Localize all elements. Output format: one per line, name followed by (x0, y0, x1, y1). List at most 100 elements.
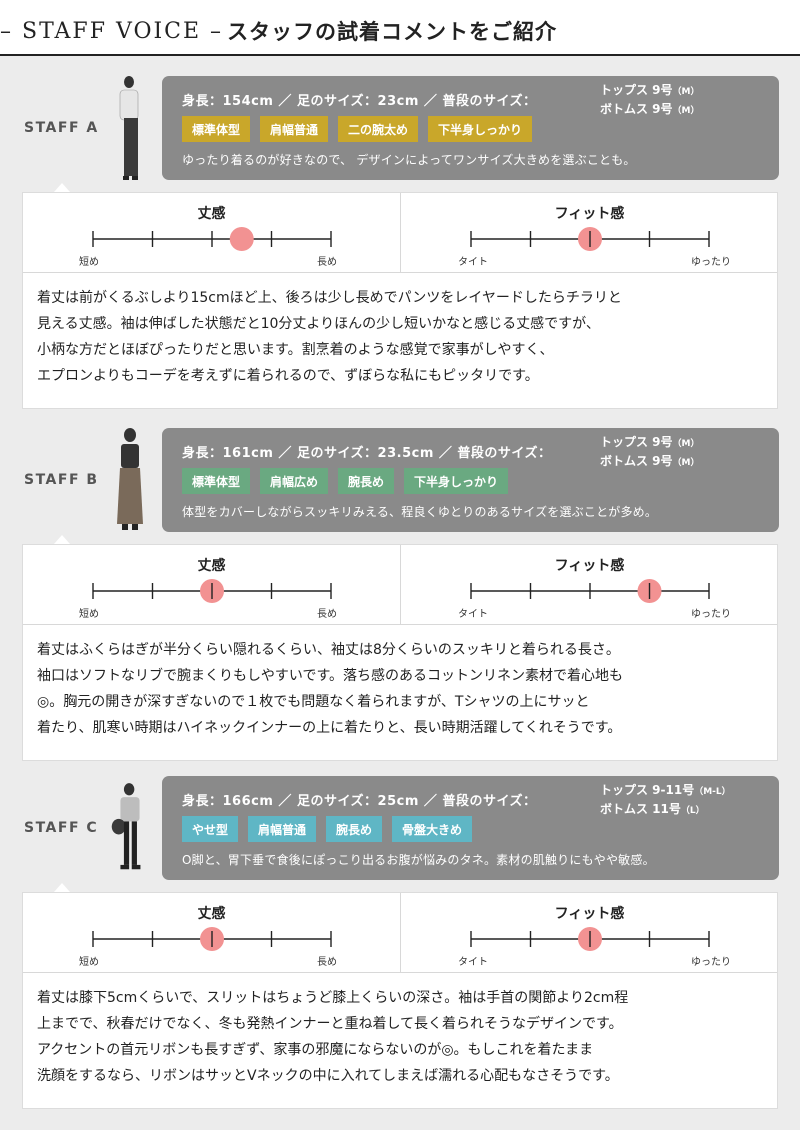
speech-notch (54, 535, 70, 544)
fit-min-label: タイト (458, 957, 488, 968)
measurements: 身長：166cm ／ 足のサイズ：25cm ／ 普段のサイズ： (182, 794, 537, 809)
measurements: 身長：161cm ／ 足のサイズ：23.5cm ／ 普段のサイズ： (182, 446, 552, 461)
comment-line: アクセントの首元リボンも長すぎず、家事の邪魔にならないのが◎。もしこれを着たまま (37, 1042, 594, 1058)
scale-divider (400, 545, 401, 625)
bottoms-note: （M） (672, 106, 700, 116)
bottoms-note: （M） (672, 458, 700, 468)
usual-size: トップス 9号（M） ボトムス 9号（M） (600, 82, 700, 120)
body-tag: 腕長め (326, 816, 383, 842)
tops-note: （M） (672, 439, 700, 449)
comment-line: エプロンよりもコーデを考えずに着られるので、ずぼらな私にもピッタリです。 (37, 368, 539, 384)
length-scale-title: 丈感 (197, 558, 226, 574)
staff-info-box: 身長：166cm ／ 足のサイズ：25cm ／ 普段のサイズ： トップス 9-1… (162, 776, 779, 880)
body-tag: 標準体型 (182, 468, 251, 494)
size-preference: ゆったり着るのが好きなので、 デザインによってワンサイズ大きめを選ぶことも。 (182, 153, 636, 167)
fit-min-label: タイト (458, 257, 488, 268)
tops-size: トップス 9-11号 (600, 783, 695, 797)
body-tag: 二の腕太め (338, 116, 419, 142)
bottoms-note: （L） (680, 806, 705, 816)
staff-section-a: STAFF A 身長：154cm ／ 足のサイズ：23cm ／ 普段のサイズ： … (0, 76, 800, 416)
rating-scales: 丈感 短め 長め フィット感 タイト ゆったり (23, 545, 777, 625)
bottoms-size: ボトムス 9号 (600, 454, 673, 468)
body-tag: 下半身しっかり (428, 116, 533, 142)
rating-scales: 丈感 短め 長め フィット感 タイト ゆったり (23, 893, 777, 973)
fit-min-label: タイト (458, 609, 488, 620)
comment-line: 袖口はソフトなリブで腕まくりもしやすいです。落ち感のあるコットンリネン素材で着心… (37, 668, 624, 684)
speech-notch (54, 183, 70, 192)
header: – STAFF VOICE – スタッフの試着コメントをご紹介 (0, 0, 800, 56)
speech-notch (54, 883, 70, 892)
body-tag: 肩幅広め (260, 468, 329, 494)
body-type-tags: やせ型 肩幅普通 腕長め 骨盤大きめ (182, 816, 473, 842)
fit-scale-title: フィット感 (554, 558, 625, 574)
size-preference: 体型をカバーしながらスッキリみえる、程良くゆとりのあるサイズを選ぶことが多め。 (182, 505, 658, 519)
body-tag: 下半身しっかり (404, 468, 509, 494)
size-preference: O脚と、胃下垂で食後にぽっこり出るお腹が悩みのタネ。素材の肌触りにもやや敏感。 (182, 853, 655, 867)
fit-max-label: ゆったり (691, 257, 731, 268)
bottoms-size: ボトムス 9号 (600, 102, 673, 116)
fit-max-label: ゆったり (691, 957, 731, 968)
staff-label: STAFF A (24, 120, 99, 136)
length-scale-graphic (92, 227, 332, 251)
scale-divider (400, 893, 401, 973)
staff-photo (119, 76, 139, 180)
length-scale-graphic (92, 927, 332, 951)
rating-scales: 丈感 短め 長め フィット感 タイト ゆったり (23, 193, 777, 273)
body-tag: やせ型 (182, 816, 239, 842)
length-max-label: 長め (317, 257, 337, 268)
length-scale: 丈感 短め 長め (23, 545, 400, 625)
tops-size: トップス 9号 (600, 83, 673, 97)
comment-line: 着丈は膝下5cmくらいで、スリットはちょうど膝上くらいの深さ。袖は手首の関節より… (37, 990, 629, 1006)
fit-scale: フィット感 タイト ゆったり (401, 545, 778, 625)
length-max-label: 長め (317, 609, 337, 620)
comment-line: 見える丈感。袖は伸ばした状態だと10分丈よりほんの少し短いかなと感じる丈感ですが… (37, 316, 600, 332)
fit-scale-title: フィット感 (554, 206, 625, 222)
comment-line: ◎。胸元の開きが深すぎないので１枚でも問題なく着られますが、Tシャツの上にサッと (37, 694, 590, 710)
staff-voice-section: STAFF A 身長：154cm ／ 足のサイズ：23cm ／ 普段のサイズ： … (0, 56, 800, 1130)
staff-info-box: 身長：161cm ／ 足のサイズ：23.5cm ／ 普段のサイズ： トップス 9… (162, 428, 779, 532)
fit-scale: フィット感 タイト ゆったり (401, 893, 778, 973)
fit-scale-graphic (470, 927, 710, 951)
fit-max-label: ゆったり (691, 609, 731, 620)
length-scale: 丈感 短め 長め (23, 893, 400, 973)
staff-info-box: 身長：154cm ／ 足のサイズ：23cm ／ 普段のサイズ： トップス 9号（… (162, 76, 779, 180)
page-title: – STAFF VOICE – スタッフの試着コメントをご紹介 (0, 14, 557, 48)
staff-comment: 着丈は前がくるぶしより15cmほど上、後ろは少し長めでパンツをレイヤードしたらチ… (37, 285, 767, 389)
tops-note: （M） (672, 87, 700, 97)
comment-line: 小柄な方だとほぼぴったりだと思います。割烹着のような感覚で家事がしやすく、 (37, 342, 554, 358)
length-scale-title: 丈感 (197, 206, 226, 222)
length-scale-graphic (92, 579, 332, 603)
fit-scale: フィット感 タイト ゆったり (401, 193, 778, 273)
tops-note: （M-L） (694, 787, 731, 797)
comment-line: 洗顔をするなら、リボンはサッとVネックの中に入れてしまえば濡れる心配もなさそうで… (37, 1068, 619, 1084)
title-jp: スタッフの試着コメントをご紹介 (227, 20, 558, 44)
comment-line: 上までで、秋春だけでなく、冬も発熱インナーと重ね着して長く着られそうなデザインで… (37, 1016, 623, 1032)
fit-scale-graphic (470, 227, 710, 251)
length-min-label: 短め (79, 257, 99, 268)
scale-marker (229, 227, 254, 251)
body-tag: 肩幅普通 (260, 116, 329, 142)
body-type-tags: 標準体型 肩幅広め 腕長め 下半身しっかり (182, 468, 509, 494)
staff-label: STAFF B (24, 472, 99, 488)
comment-line: 着丈は前がくるぶしより15cmほど上、後ろは少し長めでパンツをレイヤードしたらチ… (37, 290, 622, 306)
body-tag: 腕長め (338, 468, 395, 494)
length-min-label: 短め (79, 609, 99, 620)
title-en: – STAFF VOICE – (0, 18, 224, 44)
staff-section-c: STAFF C 身長：166cm ／ 足のサイズ：25cm ／ 普段のサイズ： … (0, 776, 800, 1121)
staff-label: STAFF C (24, 820, 99, 836)
review-card: 丈感 短め 長め フィット感 タイト ゆったり 着丈はふくらはぎが半分くらい隠れ… (22, 544, 778, 761)
body-type-tags: 標準体型 肩幅普通 二の腕太め 下半身しっかり (182, 116, 533, 142)
review-card: 丈感 短め 長め フィット感 タイト ゆったり 着丈は前がくるぶしより15cmほ… (22, 192, 778, 409)
body-tag: 標準体型 (182, 116, 251, 142)
body-tag: 骨盤大きめ (392, 816, 473, 842)
length-min-label: 短め (79, 957, 99, 968)
review-card: 丈感 短め 長め フィット感 タイト ゆったり 着丈は膝下5cmくらいで、スリッ… (22, 892, 778, 1109)
header-rule (0, 54, 800, 56)
length-scale-title: 丈感 (197, 906, 226, 922)
length-max-label: 長め (317, 957, 337, 968)
usual-size: トップス 9-11号（M-L） ボトムス 11号（L） (600, 782, 731, 820)
tops-size: トップス 9号 (600, 435, 673, 449)
comment-line: 着たり、肌寒い時期はハイネックインナーの上に着たりと、長い時期活躍してくれそうで… (37, 720, 622, 736)
comment-line: 着丈はふくらはぎが半分くらい隠れるくらい、袖丈は8分くらいのスッキリと着られる長… (37, 642, 620, 658)
measurements: 身長：154cm ／ 足のサイズ：23cm ／ 普段のサイズ： (182, 94, 537, 109)
